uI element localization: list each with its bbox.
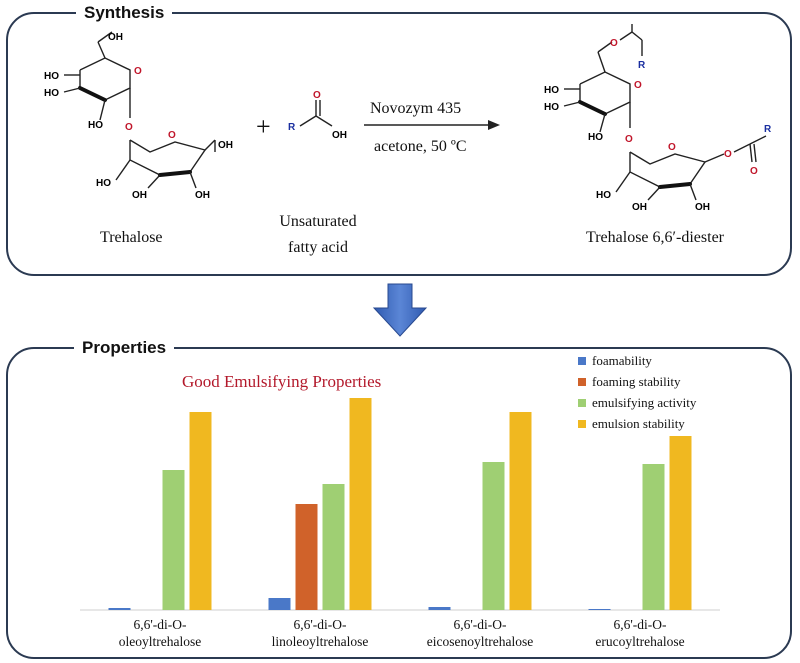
atom-oh: OH bbox=[218, 140, 233, 151]
atom-o: O bbox=[750, 166, 758, 177]
trehalose-label: Trehalose bbox=[100, 229, 163, 246]
category-label: 6,6'-di-O-linoleoyltrehalose bbox=[240, 616, 400, 650]
legend-item: foamability bbox=[578, 353, 652, 369]
atom-ho: HO bbox=[544, 85, 559, 96]
legend-swatch bbox=[578, 378, 586, 386]
fatty-acid-label-line2: fatty acid bbox=[288, 239, 348, 256]
legend-item: emulsifying activity bbox=[578, 395, 696, 411]
bar-emulsifying-activity-3 bbox=[482, 462, 505, 610]
legend-swatch bbox=[578, 357, 586, 365]
atom-o: O bbox=[628, 24, 636, 25]
atom-ho: HO bbox=[96, 178, 111, 189]
bar-emulsion-stability-4 bbox=[669, 436, 692, 610]
category-label-line: erucoyltrehalose bbox=[595, 634, 685, 649]
atom-ho: HO bbox=[44, 71, 59, 82]
legend-swatch bbox=[578, 420, 586, 428]
trehalose-diester-structure: O O R O HO HO HO O O O R O OH OH HO bbox=[544, 24, 772, 213]
category-label: 6,6'-di-O-oleoyltrehalose bbox=[80, 616, 240, 650]
atom-o: O bbox=[168, 130, 176, 141]
atom-o: O bbox=[134, 66, 142, 77]
bar-foaming-stability-2 bbox=[295, 504, 318, 610]
category-label-line: linoleoyltrehalose bbox=[271, 634, 369, 649]
legend-label: emulsifying activity bbox=[592, 395, 697, 410]
product-label: Trehalose 6,6′-diester bbox=[586, 229, 724, 246]
properties-title: Properties bbox=[74, 338, 175, 358]
atom-ho: HO bbox=[544, 102, 559, 113]
legend-label: emulsion stability bbox=[592, 416, 685, 431]
atom-o: O bbox=[668, 142, 676, 153]
bar-emulsion-stability-3 bbox=[509, 412, 532, 610]
conditions-label: acetone, 50 ºC bbox=[374, 138, 467, 155]
plus-sign: + bbox=[256, 112, 271, 141]
atom-o: O bbox=[313, 90, 321, 101]
reaction-arrow bbox=[364, 120, 500, 130]
atom-o: O bbox=[125, 122, 133, 133]
properties-panel: Properties bbox=[6, 338, 792, 659]
fatty-acid-label-line1: Unsaturated bbox=[279, 213, 357, 230]
atom-o: O bbox=[625, 134, 633, 145]
atom-r: R bbox=[638, 60, 646, 71]
enzyme-label: Novozym 435 bbox=[370, 100, 462, 117]
bar-emulsifying-activity-1 bbox=[162, 470, 185, 610]
bar-emulsifying-activity-4 bbox=[642, 464, 665, 610]
atom-o: O bbox=[724, 149, 732, 160]
category-label-line: 6,6'-di-O- bbox=[613, 617, 667, 632]
headline: Good Emulsifying Properties bbox=[182, 372, 382, 391]
atom-o: O bbox=[634, 80, 642, 91]
bar-foamability-4 bbox=[588, 609, 611, 610]
category-label-line: eicosenoyltrehalose bbox=[426, 634, 534, 649]
atom-ho: HO bbox=[88, 120, 103, 131]
category-label-line: 6,6'-di-O- bbox=[133, 617, 187, 632]
bar-foamability-2 bbox=[268, 598, 291, 610]
atom-oh: OH bbox=[132, 190, 147, 201]
atom-ho: HO bbox=[596, 190, 611, 201]
down-arrow-icon bbox=[372, 283, 428, 337]
synthesis-title: Synthesis bbox=[76, 3, 173, 23]
atom-r: R bbox=[288, 122, 296, 133]
category-label: 6,6'-di-O-eicosenoyltrehalose bbox=[400, 616, 560, 650]
atom-oh: OH bbox=[695, 202, 710, 213]
atom-ho: HO bbox=[44, 88, 59, 99]
atom-oh: OH bbox=[195, 190, 210, 201]
legend-label: foaming stability bbox=[592, 374, 681, 389]
legend-swatch bbox=[578, 399, 586, 407]
bar-foamability-1 bbox=[108, 608, 131, 610]
atom-ho: HO bbox=[588, 132, 603, 143]
bar-emulsion-stability-2 bbox=[349, 398, 372, 610]
bar-foamability-3 bbox=[428, 607, 451, 610]
category-label-line: oleoyltrehalose bbox=[118, 634, 202, 649]
legend-item: emulsion stability bbox=[578, 416, 685, 432]
legend-item: foaming stability bbox=[578, 374, 680, 390]
atom-oh: OH bbox=[632, 202, 647, 213]
atom-oh: OH bbox=[108, 32, 123, 43]
synthesis-panel: Synthesis bbox=[6, 3, 792, 276]
bar-emulsifying-activity-2 bbox=[322, 484, 345, 610]
atom-r: R bbox=[764, 124, 772, 135]
fatty-acid-label: Unsaturated fatty acid bbox=[268, 209, 368, 261]
legend-label: foamability bbox=[592, 353, 652, 368]
atom-oh: OH bbox=[332, 130, 347, 141]
trehalose-structure: OH O HO HO HO O O OH OH OH HO bbox=[44, 31, 233, 201]
atom-o: O bbox=[610, 38, 618, 49]
category-label-line: 6,6'-di-O- bbox=[453, 617, 507, 632]
category-label: 6,6'-di-O-erucoyltrehalose bbox=[560, 616, 720, 650]
fatty-acid-structure: R O OH bbox=[288, 90, 347, 141]
bar-emulsion-stability-1 bbox=[189, 412, 212, 610]
category-label-line: 6,6'-di-O- bbox=[293, 617, 347, 632]
